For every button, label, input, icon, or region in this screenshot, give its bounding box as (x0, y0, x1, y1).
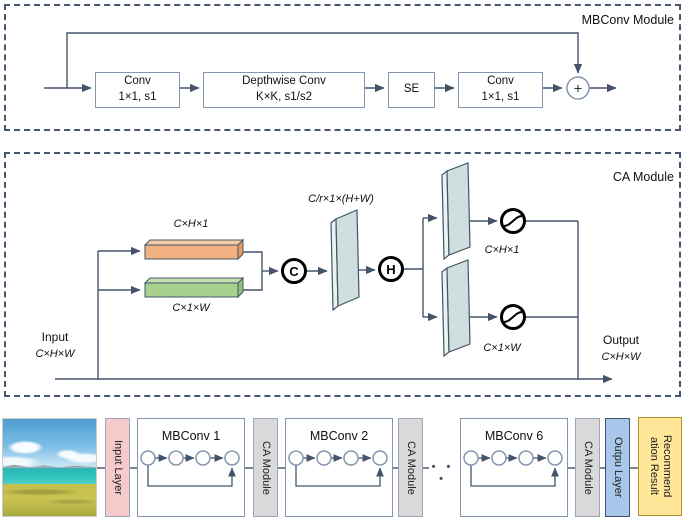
mbconv2-box: MBConv 2 (285, 418, 393, 517)
ca-layer-label-2: CA Module (405, 440, 418, 495)
depthwise-line2: K×K, s1/s2 (256, 91, 312, 103)
mbconv-module-panel (4, 4, 681, 131)
mbconv6-title: MBConv 6 (484, 429, 544, 443)
ca-layer-label-3: CA Module (582, 440, 595, 495)
se-label: SE (403, 83, 420, 96)
landscape-photo (2, 418, 97, 517)
conv-block-2-line2: 1×1, s1 (481, 91, 520, 103)
mbconv6-box: MBConv 6 (460, 418, 568, 517)
recommendation-result-box: Recommend ation Result (638, 417, 682, 516)
photo-lake (3, 467, 96, 484)
se-block: SE (388, 72, 435, 108)
pool-h-dims-label: C×H×1 (173, 218, 209, 230)
conv-block-1: Conv 1×1, s1 (95, 72, 180, 108)
mbconv2-title: MBConv 2 (309, 429, 369, 443)
ca-layer-box-2: CA Module (398, 418, 423, 517)
ca-layer-label-1: CA Module (260, 440, 273, 495)
input-layer-label: Input Layer (112, 439, 125, 496)
depthwise-conv-block: Depthwise Conv K×K, s1/s2 (203, 72, 365, 108)
output-layer-label: Outpu Layer (612, 437, 625, 498)
conv-block-1-line2: 1×1, s1 (118, 91, 157, 103)
mbconv-module-title: MBConv Module (581, 13, 674, 27)
ca-output-label: Output (602, 333, 640, 347)
conv-block-2-line1: Conv (487, 75, 514, 88)
ca-input-label: Input (41, 330, 69, 344)
depthwise-line1: Depthwise Conv (242, 75, 326, 88)
photo-sky (3, 419, 96, 468)
output-layer-box: Outpu Layer (605, 418, 630, 517)
ca-module-panel (4, 152, 681, 397)
input-layer-box: Input Layer (105, 418, 130, 517)
photo-mountains (3, 464, 96, 470)
ca-input-dims: C×H×W (35, 348, 75, 360)
pool-w-dims-label: C×1×W (172, 302, 210, 314)
ca-layer-box-1: CA Module (253, 418, 278, 517)
mbconv1-box: MBConv 1 (137, 418, 245, 517)
mbconv1-title: MBConv 1 (161, 429, 221, 443)
ca-module-title: CA Module (612, 170, 674, 184)
conv-block-2: Conv 1×1, s1 (458, 72, 543, 108)
result-label-line1: Recommend (661, 435, 674, 498)
attn-h-dims-label: C×H×1 (484, 244, 520, 256)
photo-grassland (3, 483, 96, 516)
concat-dims-label: C/r×1×(H+W) (308, 193, 374, 205)
ca-output-dims: C×H×W (601, 351, 641, 363)
result-label-line2: ation Result (648, 437, 660, 496)
attn-w-dims-label: C×1×W (483, 342, 521, 354)
ellipsis-dots: • • • (431, 461, 455, 485)
ca-layer-box-3: CA Module (575, 418, 600, 517)
conv-block-1-line1: Conv (124, 75, 151, 88)
